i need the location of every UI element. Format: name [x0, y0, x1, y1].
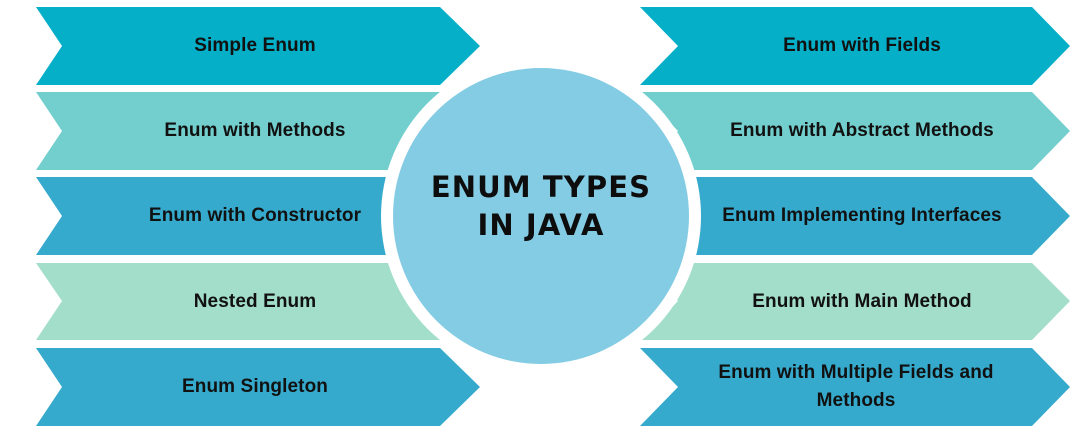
- right-arrow-1[interactable]: [640, 7, 1070, 85]
- left-arrow-2[interactable]: [36, 92, 480, 170]
- center-title: ENUM TYPES IN JAVA: [400, 168, 682, 245]
- left-arrow-5[interactable]: [36, 348, 480, 426]
- left-item-label-1: Simple Enum: [194, 35, 316, 57]
- right-arrow-3[interactable]: [640, 177, 1070, 255]
- right-arrow-group: [640, 7, 1070, 426]
- left-item-label-5: Enum Singleton: [181, 376, 328, 398]
- center-title-line-2: IN JAVA: [477, 208, 605, 243]
- right-item-label-1: Enum with Fields: [783, 35, 941, 57]
- center-title-line-1: ENUM TYPES: [430, 170, 652, 204]
- left-arrow-4[interactable]: [36, 263, 480, 340]
- right-arrow-5[interactable]: [640, 348, 1070, 426]
- right-item-label-3: Enum Implementing Interfaces: [722, 205, 1002, 227]
- left-arrow-3[interactable]: [36, 177, 480, 255]
- center-circle[interactable]: [393, 68, 689, 364]
- right-item-label-5: Enum with Multiple Fields and Methods: [718, 362, 994, 411]
- right-arrow-2[interactable]: [640, 92, 1070, 170]
- left-arrow-group: [36, 7, 480, 426]
- left-item-label-4: Nested Enum: [193, 290, 317, 312]
- left-item-label-2: Enum with Methods: [164, 120, 346, 142]
- right-item-label-2: Enum with Abstract Methods: [730, 120, 994, 142]
- right-item-label-4: Enum with Main Method: [752, 290, 972, 312]
- left-arrow-1[interactable]: [36, 7, 480, 85]
- left-item-label-3: Enum with Constructor: [148, 205, 362, 227]
- right-arrow-4[interactable]: [640, 263, 1070, 340]
